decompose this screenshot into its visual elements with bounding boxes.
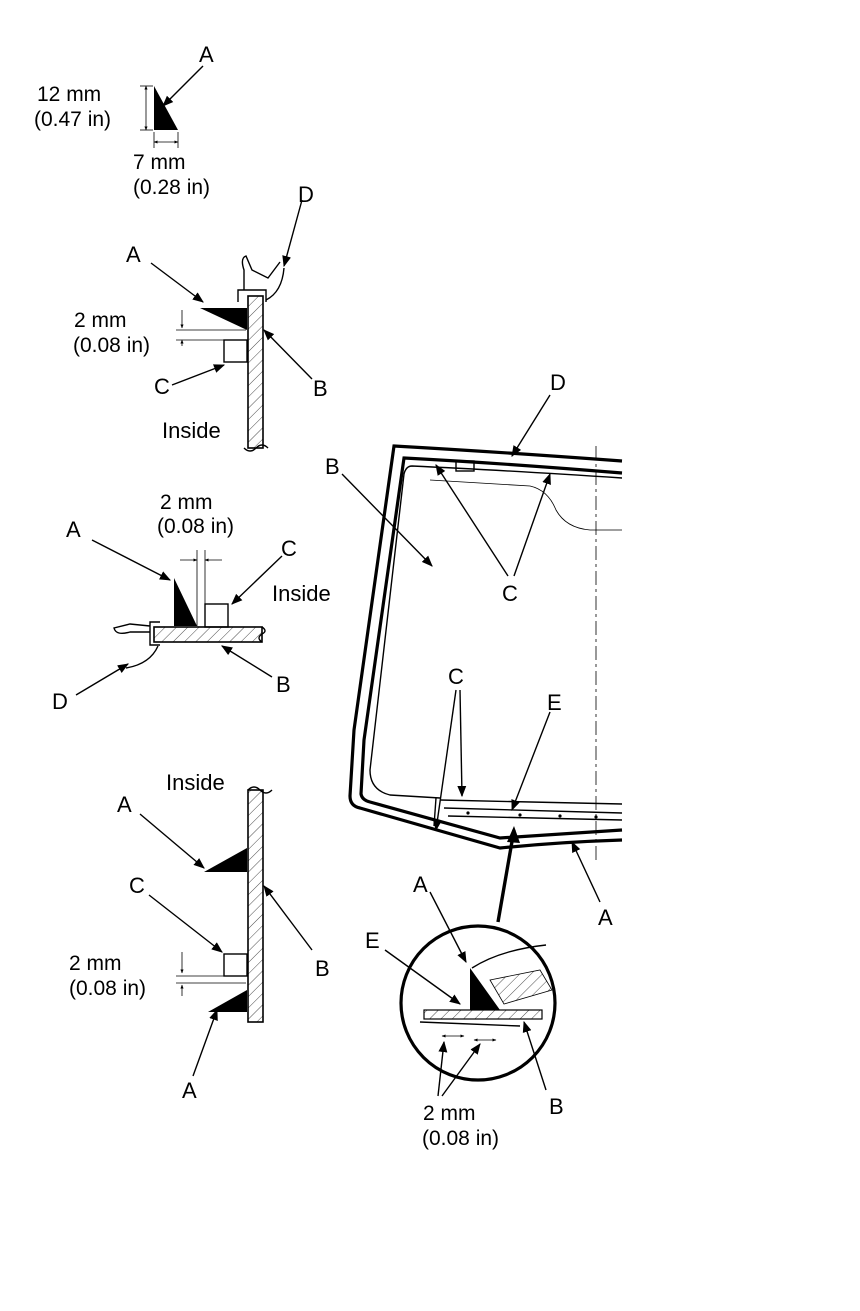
- label-a-side: A: [66, 517, 81, 542]
- dim-gap-top-in: (0.08 in): [73, 334, 150, 357]
- label-e-overview: E: [547, 690, 562, 715]
- label-a-overview: A: [598, 905, 613, 930]
- dim-gap-detail-in: (0.08 in): [422, 1127, 499, 1150]
- dim-gap-side-in: (0.08 in): [157, 515, 234, 538]
- label-b-side: B: [276, 672, 291, 697]
- glass-panel-bottom: [247, 789, 264, 1023]
- glass-panel-side: [153, 626, 263, 643]
- dim-gap-top-mm: 2 mm: [74, 309, 127, 332]
- label-a-bottom-lower: A: [182, 1078, 197, 1103]
- adhesive-bead-profile: [154, 86, 178, 130]
- dim-gap-side-mm: 2 mm: [160, 491, 213, 514]
- label-c-top: C: [154, 374, 170, 399]
- label-inside-bottom: Inside: [166, 770, 225, 795]
- dim-gap-bottom-mm: 2 mm: [69, 952, 122, 975]
- label-c-overview-bottom: C: [448, 664, 464, 689]
- label-d-top: D: [298, 182, 314, 207]
- label-e-detail: E: [365, 928, 380, 953]
- bottom-edge-section: A C B A 2 mm (0.08 in) Inside: [69, 770, 330, 1103]
- label-b-detail: B: [549, 1094, 564, 1119]
- detail-leader: [496, 829, 516, 923]
- dim-height-mm: 12 mm: [37, 83, 101, 106]
- label-inside-side: Inside: [272, 581, 331, 606]
- molding-side: [113, 621, 160, 646]
- top-edge-section: A D C B 2 mm (0.08 in) Inside: [73, 182, 328, 452]
- side-edge-section: A C B D 2 mm (0.08 in) Inside: [52, 491, 331, 714]
- dim-gap-bottom-in: (0.08 in): [69, 977, 146, 1000]
- dim-height-in: (0.47 in): [34, 108, 111, 131]
- detail-magnifier: A E B 2 mm (0.08 in): [365, 826, 564, 1150]
- label-a-top: A: [126, 242, 141, 267]
- dim-gap-detail-mm: 2 mm: [423, 1102, 476, 1125]
- dim-width-in: (0.28 in): [133, 176, 210, 199]
- molding-top: [237, 255, 281, 302]
- label-c-overview-top: C: [502, 581, 518, 606]
- label-a-bottom-upper: A: [117, 792, 132, 817]
- bead-profile-section: A 12 mm (0.47 in) 7 mm (0.28 in): [34, 42, 214, 199]
- label-c-side: C: [281, 536, 297, 561]
- label-c-bottom: C: [129, 873, 145, 898]
- glass-panel-top: [247, 295, 264, 449]
- dim-width-mm: 7 mm: [133, 151, 186, 174]
- label-inside-top: Inside: [162, 418, 221, 443]
- label-b-overview: B: [325, 454, 340, 479]
- label-a-bead: A: [199, 42, 214, 67]
- label-a-detail: A: [413, 872, 428, 897]
- label-d-overview: D: [550, 370, 566, 395]
- label-b-top: B: [313, 376, 328, 401]
- label-d-side: D: [52, 689, 68, 714]
- windshield-overview: D B C C E A: [325, 370, 623, 930]
- label-b-bottom: B: [315, 956, 330, 981]
